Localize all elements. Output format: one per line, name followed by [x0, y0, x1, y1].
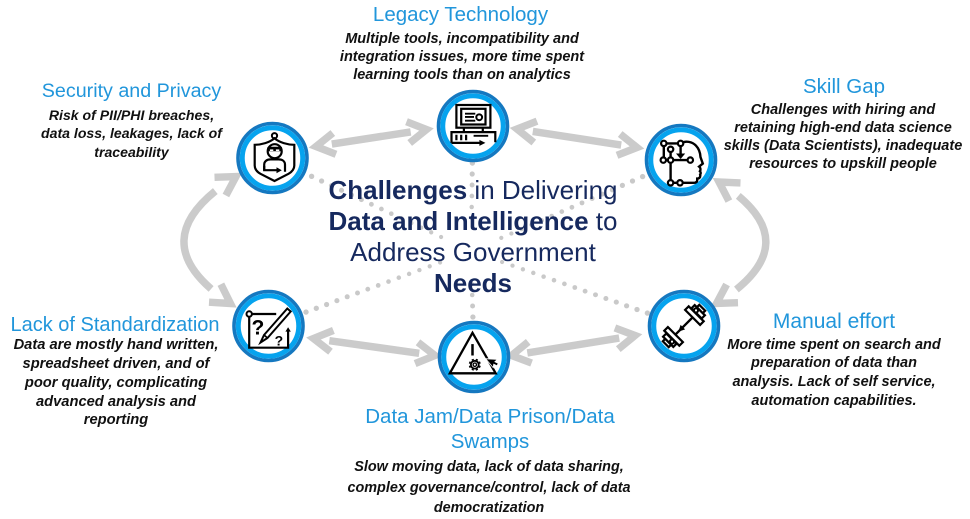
- svg-text:?: ?: [275, 332, 284, 348]
- svg-text:?: ?: [251, 317, 264, 340]
